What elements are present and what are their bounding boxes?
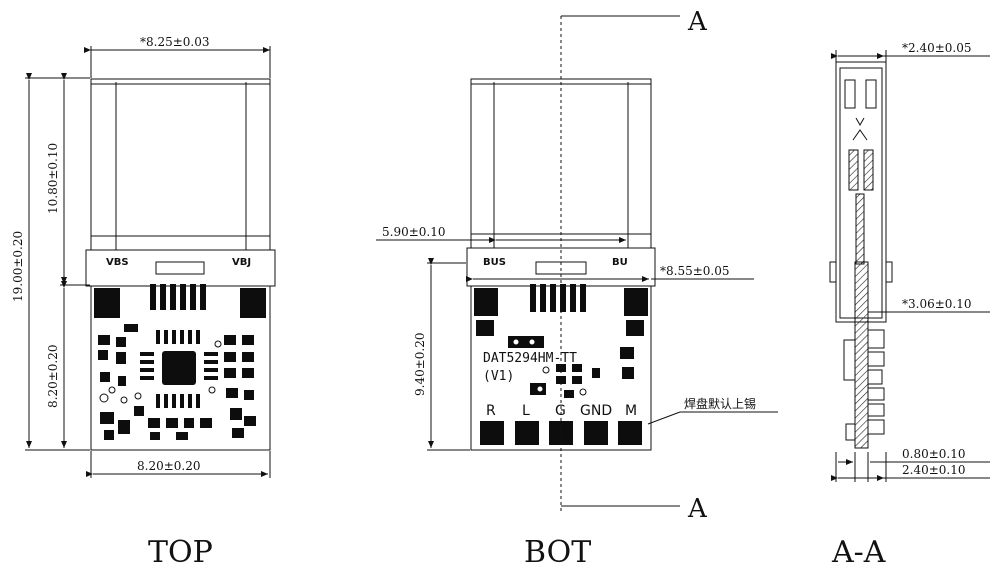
pin-label-l: L: [522, 403, 530, 419]
section-marker-bottom: A: [687, 494, 708, 524]
top-view-label: TOP: [148, 535, 213, 570]
top-width-dim: *8.25±0.03: [140, 35, 210, 49]
bot-board-height-dim: 9.40±0.20: [413, 333, 427, 397]
pin-label-g: G: [555, 403, 566, 419]
top-flange: [85, 249, 276, 287]
top-shell-outline: [90, 78, 271, 251]
bot-version: (V1): [483, 369, 514, 384]
top-board-width-dim: 8.20±0.20: [137, 459, 201, 473]
pad-r: [480, 421, 504, 445]
bot-part-number: DAT5294HM-TT: [483, 351, 577, 366]
section-pcb-thickness-dim: 0.80±0.10: [902, 447, 966, 461]
top-shell-height-dim: 10.80±0.10: [46, 143, 60, 214]
section-marker-top: A: [687, 7, 708, 37]
bot-view-label: BOT: [524, 535, 591, 570]
bot-view: [376, 15, 778, 512]
bot-mark-right: BU: [612, 257, 628, 268]
pad-l: [515, 421, 539, 445]
pin-label-m: M: [625, 403, 637, 419]
section-mid-width-dim: *3.06±0.10: [902, 297, 972, 311]
top-mark-right: VBJ: [232, 257, 251, 268]
bot-mark-left: BUS: [483, 257, 506, 268]
section-base-width-dim: 2.40±0.10: [902, 463, 966, 477]
pin-label-r: R: [486, 403, 496, 419]
top-total-height-dim: 19.00±0.20: [11, 231, 25, 302]
pad-tinning-note: 焊盘默认上锡: [684, 396, 756, 411]
pad-m: [618, 421, 642, 445]
top-mark-left: VBS: [106, 257, 129, 268]
bot-shell-width-dim: 5.90±0.10: [382, 225, 446, 239]
top-view: [25, 46, 276, 478]
section-pcb: [854, 261, 869, 449]
section-view-label: A-A: [831, 535, 886, 570]
top-board-height-dim: 8.20±0.20: [46, 345, 60, 409]
bot-board-width-dim: *8.55±0.05: [660, 264, 730, 278]
pin-label-gnd: GND: [580, 403, 612, 419]
section-top-width-dim: *2.40±0.05: [902, 41, 972, 55]
pad-gnd: [584, 421, 608, 445]
section-view: [829, 50, 990, 482]
